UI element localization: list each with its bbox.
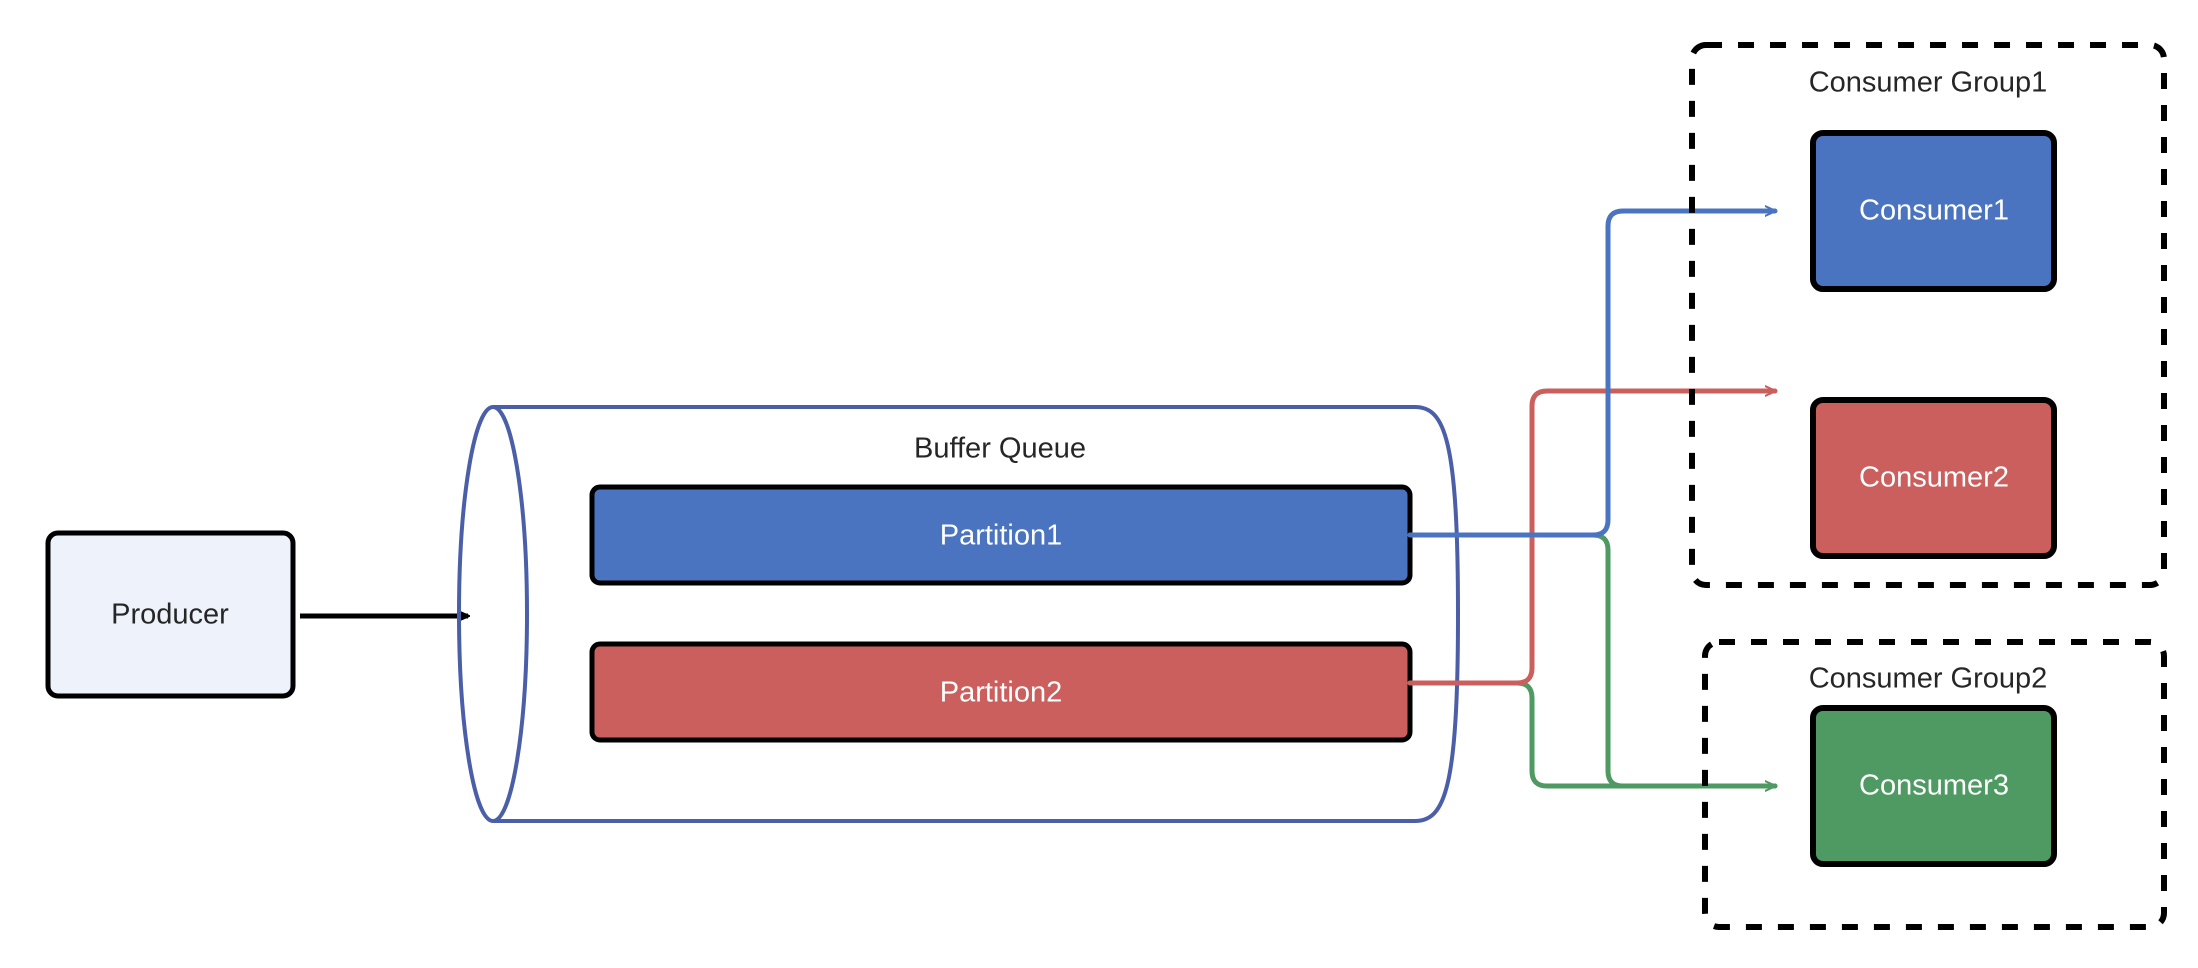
cylinder-right-cap: [1414, 405, 1461, 823]
partition2-node[interactable]: Partition2: [589, 641, 1413, 743]
edge-partition1-to-consumer3: [1407, 532, 1778, 789]
partition1-node[interactable]: Partition1: [589, 484, 1413, 586]
consumer3-node[interactable]: Consumer3: [1810, 705, 2057, 867]
consumer-group1-title: Consumer Group1: [1809, 67, 2048, 99]
consumer2-node[interactable]: Consumer2: [1810, 397, 2057, 559]
consumer3-label: Consumer3: [1859, 770, 2009, 802]
edge-partition2-to-consumer3: [1407, 680, 1778, 786]
consumer3-box[interactable]: [1810, 705, 2057, 867]
producer-node[interactable]: Producer: [45, 530, 296, 699]
consumer1-box[interactable]: [1810, 130, 2057, 292]
producer-box[interactable]: [45, 530, 296, 699]
partition1-label: Partition1: [940, 520, 1063, 552]
consumer-group1-border: [1689, 42, 2167, 588]
consumer2-box[interactable]: [1810, 397, 2057, 559]
consumer-group1[interactable]: Consumer Group1 Consumer1 Consumer2: [1689, 42, 2167, 588]
consumer-group2[interactable]: Consumer Group2 Consumer3: [1702, 639, 2167, 930]
consumer-group2-border: [1702, 639, 2167, 930]
consumer1-node[interactable]: Consumer1: [1810, 130, 2057, 292]
cylinder-left-ellipse: [457, 405, 529, 823]
consumer2-label: Consumer2: [1859, 462, 2009, 494]
buffer-queue-cylinder[interactable]: [457, 405, 1461, 823]
consumer1-label: Consumer1: [1859, 195, 2009, 227]
partition2-label: Partition2: [940, 677, 1063, 709]
buffer-queue-title: Buffer Queue: [914, 433, 1086, 465]
consumer-group2-title: Consumer Group2: [1809, 663, 2048, 695]
partition2-box[interactable]: [589, 641, 1413, 743]
edge-partition1-to-consumer1: [1407, 211, 1778, 538]
producer-label: Producer: [111, 599, 229, 631]
